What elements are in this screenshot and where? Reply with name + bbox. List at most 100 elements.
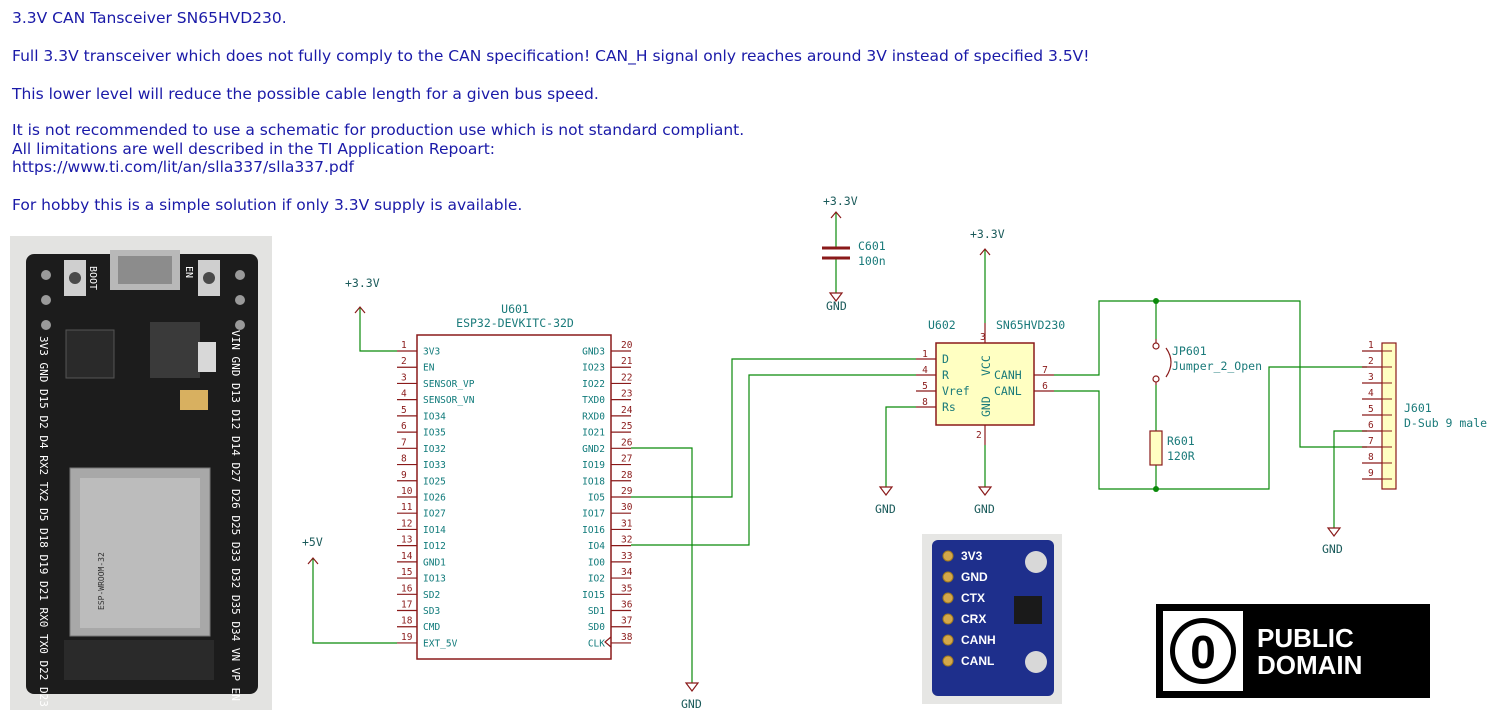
- u601-pin-num-28: 28: [621, 470, 633, 481]
- u602-pin-8-num: 8: [922, 397, 928, 408]
- u601-pin-name-16: SD2: [423, 590, 440, 601]
- r601-resistor: R601 120R: [1149, 430, 1195, 466]
- u601-pin-name-1: 3V3: [423, 347, 440, 358]
- note-line-4: All limitations are well described in th…: [12, 140, 495, 158]
- u602-pin-1-num: 1: [922, 349, 928, 360]
- u601-pin-num-32: 32: [621, 535, 632, 546]
- u601-pin-num-6: 6: [401, 421, 407, 432]
- u601-pin-num-2: 2: [401, 356, 407, 367]
- u601-pin-name-4: SENSOR_VN: [423, 395, 475, 406]
- u601-pin-name-35: IO15: [582, 590, 605, 601]
- j601-value: D-Sub 9 male: [1404, 416, 1487, 430]
- c601-value: 100n: [858, 254, 886, 268]
- u602-transceiver-symbol: U602 SN65HVD230 1 4 5 8 D R Vref Rs 7 6 …: [916, 318, 1065, 445]
- u602-pin-vref: Vref: [942, 384, 970, 398]
- pwr-33v-u602: +3.3V: [970, 227, 1005, 241]
- u601-pin-name-33: IO0: [588, 557, 605, 568]
- u601-pin-num-20: 20: [621, 340, 633, 351]
- u602-pin-4-num: 4: [922, 365, 928, 376]
- u601-pin-name-30: IO17: [582, 509, 605, 520]
- u602-pin-7-num: 7: [1042, 365, 1048, 376]
- u601-pin-num-10: 10: [401, 486, 413, 497]
- pwr-33v-esp: +3.3V: [345, 276, 380, 290]
- u601-pin-num-14: 14: [401, 551, 413, 562]
- j601-pin-num-1: 1: [1368, 340, 1374, 351]
- power-symbols: [307, 211, 1342, 692]
- u601-pin-num-36: 36: [621, 600, 633, 611]
- gnd-j601: GND: [1322, 542, 1343, 556]
- left-header-label: 3V3 GND D15 D2 D4 RX2 TX2 D5 D18 D19 D21…: [37, 336, 50, 707]
- u601-pin-name-36: SD1: [588, 606, 605, 617]
- gnd-cap: GND: [826, 299, 847, 313]
- u601-pin-name-20: GND3: [582, 347, 605, 358]
- u601-pin-num-12: 12: [401, 518, 412, 529]
- can-pin-crx: CRX: [961, 612, 986, 626]
- u601-pin-name-8: IO33: [423, 460, 446, 471]
- j601-pin-num-7: 7: [1368, 436, 1374, 447]
- pwr-5v: +5V: [302, 535, 323, 549]
- u602-pin-r: R: [942, 368, 949, 382]
- u601-pin-name-3: SENSOR_VP: [423, 379, 475, 390]
- u602-pin-d: D: [942, 352, 949, 366]
- can-pin-gnd: GND: [961, 570, 988, 584]
- u601-pin-name-5: IO34: [423, 411, 446, 422]
- u601-pin-name-29: IO5: [588, 492, 605, 503]
- note-line-3: It is not recommended to use a schematic…: [12, 121, 745, 139]
- u601-pin-num-17: 17: [401, 600, 412, 611]
- u601-pin-num-38: 38: [621, 632, 633, 643]
- u601-pin-name-2: EN: [423, 363, 435, 374]
- j601-ref: J601: [1404, 401, 1432, 415]
- gnd-u602: GND: [974, 502, 995, 516]
- u601-pin-name-6: IO35: [423, 428, 446, 439]
- u601-pin-name-38: CLK: [588, 638, 605, 649]
- en-label: EN: [183, 266, 194, 278]
- r601-ref: R601: [1167, 434, 1195, 448]
- cc0-public: PUBLIC: [1257, 623, 1354, 653]
- u601-pin-name-17: SD3: [423, 606, 440, 617]
- j601-pin-num-4: 4: [1368, 388, 1374, 399]
- title-note: 3.3V CAN Tansceiver SN65HVD230.: [12, 9, 287, 27]
- u601-pin-num-18: 18: [401, 616, 413, 627]
- u601-pin-num-16: 16: [401, 583, 413, 594]
- u602-value: SN65HVD230: [996, 318, 1065, 332]
- can-pin-canl: CANL: [961, 654, 994, 668]
- j601-pin-num-8: 8: [1368, 452, 1374, 463]
- module-label: ESP-WROOM-32: [97, 552, 106, 610]
- u601-pin-name-9: IO25: [423, 476, 446, 487]
- jp601-ref: JP601: [1172, 344, 1207, 358]
- u601-pin-name-31: IO16: [582, 525, 605, 536]
- u601-pin-name-14: GND1: [423, 557, 446, 568]
- u602-pin-6-num: 6: [1042, 381, 1048, 392]
- u601-pin-name-23: TXD0: [582, 395, 605, 406]
- u601-pin-num-26: 26: [621, 437, 633, 448]
- u602-pin-gnd: GND: [979, 396, 993, 417]
- wires: [312, 212, 1367, 683]
- u601-pin-num-25: 25: [621, 421, 632, 432]
- u601-pin-name-19: EXT_5V: [423, 638, 458, 649]
- u601-pin-num-15: 15: [401, 567, 412, 578]
- u601-pin-name-32: IO4: [588, 541, 605, 552]
- note-line-6: For hobby this is a simple solution if o…: [12, 196, 523, 214]
- gnd-rs: GND: [875, 502, 896, 516]
- u601-pin-num-13: 13: [401, 535, 412, 546]
- u601-pin-num-24: 24: [621, 405, 633, 416]
- esp32-board-photo: BOOT EN 3V3 GND D15 D2 D4 RX2 TX2 D5 D18…: [10, 236, 272, 710]
- u601-pin-num-21: 21: [621, 356, 633, 367]
- note-line-1: Full 3.3V transceiver which does not ful…: [12, 47, 1090, 65]
- u601-pin-num-1: 1: [401, 340, 407, 351]
- u601-pin-num-34: 34: [621, 567, 633, 578]
- u601-pin-name-27: IO19: [582, 460, 605, 471]
- c601-ref: C601: [858, 239, 886, 253]
- can-pin-3v3: 3V3: [961, 549, 983, 563]
- u601-pin-name-18: CMD: [423, 622, 440, 633]
- u601-pin-name-22: IO22: [582, 379, 605, 390]
- u601-pin-num-22: 22: [621, 372, 632, 383]
- u601-pin-name-24: RXD0: [582, 411, 605, 422]
- u601-pin-name-34: IO2: [588, 574, 605, 585]
- public-domain-badge: 0 PUBLIC DOMAIN: [1156, 604, 1430, 698]
- u602-ref: U602: [928, 318, 956, 332]
- u602-pin-5-num: 5: [922, 381, 928, 392]
- u602-pin-vcc: VCC: [979, 355, 993, 376]
